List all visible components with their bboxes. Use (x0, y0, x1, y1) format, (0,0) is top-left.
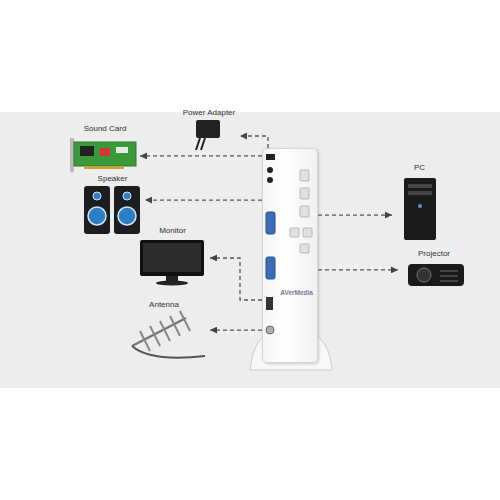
monitor-screen (143, 243, 201, 272)
brand-logo: AVerMedia (280, 289, 313, 297)
dashed-connector (210, 329, 262, 330)
card-chip (80, 146, 94, 156)
card-contacts (84, 166, 124, 169)
audio-jack (267, 177, 273, 183)
dashed-connector (140, 155, 262, 156)
monitor-neck (166, 276, 178, 281)
coax-port (266, 326, 274, 334)
dashed-connector (210, 258, 262, 300)
device-button (300, 170, 309, 181)
projector-vent (440, 280, 458, 282)
projector-body (408, 264, 464, 286)
monitor-base (156, 281, 188, 286)
device-button (300, 206, 309, 217)
adapter-prong (196, 138, 200, 150)
card-board (74, 142, 136, 166)
power-jack (266, 154, 275, 160)
projector-vent (440, 275, 458, 277)
component-box: Speaker (80, 172, 145, 238)
component-box: Monitor (135, 226, 210, 286)
hdmi-port (266, 297, 273, 310)
drive-bay (408, 184, 432, 188)
card-chip (116, 147, 128, 153)
dashed-connector (145, 199, 262, 200)
adapter-prong (201, 138, 205, 150)
speaker-tweeter (123, 192, 131, 200)
component-box: Projector (398, 246, 470, 294)
device-button (290, 228, 299, 237)
device-button (300, 188, 309, 199)
component-label: Power Adapter (183, 108, 235, 118)
component-box: Power Adapter (178, 106, 240, 146)
component-label: Antenna (149, 300, 179, 310)
drive-bay (408, 191, 432, 195)
dashed-connector (318, 269, 398, 270)
device-box: AVerMedia (262, 148, 318, 363)
device-button (303, 228, 312, 237)
speaker-tweeter (93, 192, 101, 200)
power-light (418, 204, 422, 208)
component-box: Sound Card (70, 124, 140, 174)
component-box: PC (392, 160, 447, 244)
background-panel (0, 112, 500, 388)
card-bracket (70, 138, 74, 172)
monitor-frame (140, 240, 204, 276)
projector-vent (440, 270, 458, 272)
component-box: Antenna (118, 300, 210, 362)
antenna-elements (140, 311, 190, 351)
component-label: Sound Card (84, 124, 127, 134)
component-label: Monitor (159, 226, 186, 236)
component-label: PC (414, 163, 425, 173)
device-button (300, 244, 309, 253)
vga-port (266, 212, 275, 234)
dashed-connector (318, 214, 392, 215)
projector-lens (417, 268, 431, 282)
speaker-cabinet (84, 186, 110, 234)
speaker-cabinet (114, 186, 140, 234)
audio-jack (267, 167, 273, 173)
antenna-cable (132, 346, 205, 358)
speaker-cone (118, 207, 136, 225)
component-label: Projector (418, 249, 450, 259)
component-label: Speaker (98, 174, 128, 184)
adapter-body (196, 120, 220, 138)
card-chip (100, 148, 110, 156)
vga-port (266, 257, 275, 279)
pc-tower (404, 178, 436, 240)
speaker-cone (88, 207, 106, 225)
dashed-connector (240, 136, 268, 148)
